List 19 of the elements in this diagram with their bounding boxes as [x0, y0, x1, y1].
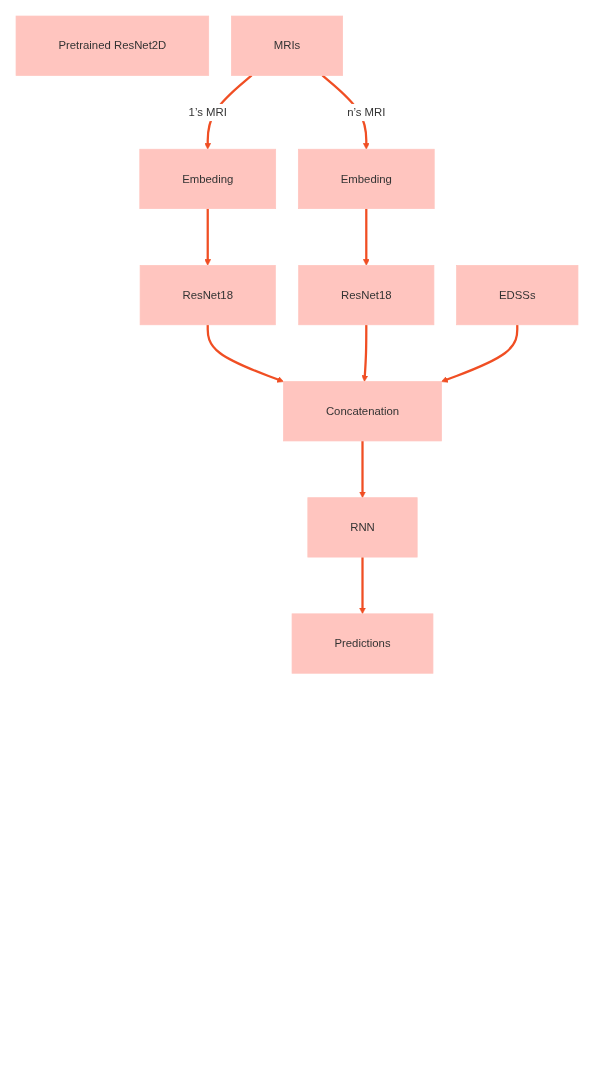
arrow — [361, 324, 369, 382]
edge-label: 1’s MRI — [188, 105, 227, 119]
node-box: EDSSs — [456, 265, 579, 326]
node-box: ResNet18 — [298, 265, 435, 326]
node-box: MRIs — [231, 15, 343, 76]
arrow — [441, 324, 519, 383]
arrow — [204, 208, 212, 266]
node-box: RNN — [307, 497, 418, 558]
node-box: Concatenation — [283, 381, 442, 442]
arrow — [359, 557, 366, 615]
edge-label: n’s MRI — [347, 105, 386, 119]
node-box: Pretrained ResNet2D — [15, 15, 210, 76]
arrow — [362, 208, 370, 266]
node-box: Embeding — [139, 148, 277, 209]
node-box: Embeding — [298, 148, 435, 209]
node-box: ResNet18 — [139, 265, 276, 326]
node-box: Predictions — [291, 613, 434, 674]
arrow — [206, 324, 284, 383]
arrow — [359, 440, 366, 498]
